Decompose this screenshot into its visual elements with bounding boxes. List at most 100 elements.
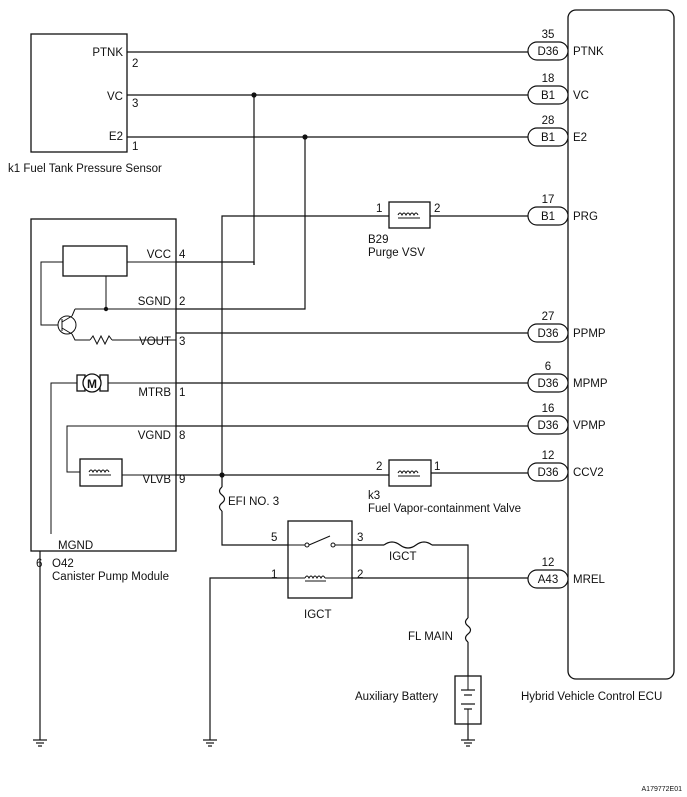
pump-pin-num-vgnd: 8 xyxy=(179,430,185,442)
svg-text:B1: B1 xyxy=(541,132,555,144)
svg-text:17: 17 xyxy=(542,194,555,206)
ecu-terminal-e2: B1 28 E2 xyxy=(527,115,587,147)
svg-text:PPMP: PPMP xyxy=(573,328,606,340)
svg-text:VPMP: VPMP xyxy=(573,420,606,432)
ground-icon xyxy=(203,739,217,747)
ground-icon xyxy=(461,739,475,747)
motor-icon: M xyxy=(76,373,109,393)
pump-pin-label-mtrb: MTRB xyxy=(138,387,171,399)
ecu-terminal-mpmp: D36 6 MPMP xyxy=(527,361,608,393)
relay-switch-icon xyxy=(288,535,352,548)
pump-ground-pin: 6 xyxy=(36,558,42,570)
purge-vsv-code: B29 xyxy=(368,234,388,246)
svg-text:18: 18 xyxy=(542,73,555,85)
relay-box xyxy=(287,520,353,599)
svg-text:D36: D36 xyxy=(537,46,558,58)
svg-text:CCV2: CCV2 xyxy=(573,467,604,479)
wire-ig-bus xyxy=(221,215,389,487)
svg-text:27: 27 xyxy=(542,311,555,323)
fuse-efi-icon xyxy=(218,486,226,512)
pump-pin-label-sgnd: SGND xyxy=(138,296,171,308)
svg-text:M: M xyxy=(87,377,97,391)
sensor-name: k1 Fuel Tank Pressure Sensor xyxy=(8,163,162,175)
junction-vlvb xyxy=(219,472,225,478)
pump-valve-coil xyxy=(79,458,123,487)
svg-text:35: 35 xyxy=(542,29,555,41)
svg-text:VC: VC xyxy=(573,90,589,102)
battery-label: Auxiliary Battery xyxy=(355,691,438,703)
ecu-name: Hybrid Vehicle Control ECU xyxy=(521,691,662,703)
fuse-igct-icon xyxy=(383,541,433,549)
svg-text:6: 6 xyxy=(545,361,551,373)
svg-text:12: 12 xyxy=(542,450,555,462)
svg-text:E2: E2 xyxy=(573,132,587,144)
ecu-terminal-vc: B1 18 VC xyxy=(527,73,589,105)
sensor-pin-num-e2: 1 xyxy=(132,141,138,153)
svg-text:D36: D36 xyxy=(537,328,558,340)
fuse-igct-label: IGCT xyxy=(389,551,416,563)
fuse-efi-label: EFI NO. 3 xyxy=(228,496,279,508)
fuse-fl-main-icon xyxy=(464,617,472,643)
ecu-terminal-mrel: A43 12 MREL xyxy=(527,557,606,589)
vapor-valve-pin-1: 1 xyxy=(434,461,440,473)
purge-vsv: 1 2 B29 Purge VSV xyxy=(368,201,440,259)
battery-icon xyxy=(454,675,482,725)
vapor-valve-pin-2: 2 xyxy=(376,461,382,473)
svg-text:16: 16 xyxy=(542,403,555,415)
ground-icon xyxy=(33,739,47,747)
sensor-pin-label-ptnk: PTNK xyxy=(92,47,123,59)
pump-pin-num-mtrb: 1 xyxy=(179,387,185,399)
wire-efi-relay xyxy=(221,511,288,546)
svg-text:D36: D36 xyxy=(537,378,558,390)
pump-pin-num-vout: 3 xyxy=(179,336,185,348)
sensor-pin-num-ptnk: 2 xyxy=(132,58,138,70)
svg-text:PTNK: PTNK xyxy=(573,46,604,58)
svg-text:MREL: MREL xyxy=(573,574,606,586)
pump-pin-num-sgnd: 2 xyxy=(179,296,185,308)
relay-coil-icon xyxy=(288,575,352,582)
svg-text:B1: B1 xyxy=(541,211,555,223)
relay-pin-5: 5 xyxy=(271,532,277,544)
relay-pin-1: 1 xyxy=(271,569,277,581)
svg-text:PRG: PRG xyxy=(573,211,598,223)
wire-relay-ground xyxy=(209,577,288,740)
svg-text:28: 28 xyxy=(542,115,555,127)
wire-igct-battery xyxy=(432,544,469,618)
ecu-box xyxy=(567,9,675,680)
figure-id: A179772E01 xyxy=(642,786,683,793)
svg-text:MPMP: MPMP xyxy=(573,378,608,390)
svg-text:A43: A43 xyxy=(538,574,558,586)
sensor-pin-label-e2: E2 xyxy=(109,131,123,143)
sensor-pin-label-vc: VC xyxy=(107,91,123,103)
ecu-terminal-vpmp: D36 16 VPMP xyxy=(527,403,606,435)
pump-module-name: Canister Pump Module xyxy=(52,571,169,583)
purge-vsv-pin-1: 1 xyxy=(376,203,382,215)
ecu-terminal-ccv2: D36 12 CCV2 xyxy=(527,450,604,482)
purge-vsv-name: Purge VSV xyxy=(368,247,425,259)
relay-name: IGCT xyxy=(304,609,331,621)
pump-pin-label-vcc: VCC xyxy=(147,249,171,261)
resistor-icon xyxy=(89,334,113,346)
svg-text:B1: B1 xyxy=(541,90,555,102)
transistor-icon xyxy=(57,308,90,341)
pump-pin-num-vlvb: 9 xyxy=(179,474,185,486)
vapor-valve-code: k3 xyxy=(368,490,380,502)
vapor-containment-valve: 2 1 k3 Fuel Vapor-containment Valve xyxy=(368,459,521,515)
svg-text:12: 12 xyxy=(542,557,555,569)
ecu-terminal-prg: B1 17 PRG xyxy=(527,194,598,226)
svg-text:D36: D36 xyxy=(537,420,558,432)
wire-sgnd xyxy=(176,307,306,310)
ecu-terminal-ptnk: D36 35 PTNK xyxy=(527,29,604,61)
pump-pin-label-vout: VOUT xyxy=(139,336,171,348)
sensor-box xyxy=(30,33,128,153)
pump-pin-num-vcc: 4 xyxy=(179,249,186,261)
fuse-fl-main-label: FL MAIN xyxy=(408,631,453,643)
sensor-pin-num-vc: 3 xyxy=(132,98,138,110)
pump-pin-label-vlvb: VLVB xyxy=(142,474,171,486)
purge-vsv-pin-2: 2 xyxy=(434,203,440,215)
pump-ground-label: MGND xyxy=(58,540,93,552)
relay-pin-2: 2 xyxy=(357,569,363,581)
wire-vcc xyxy=(176,261,255,265)
